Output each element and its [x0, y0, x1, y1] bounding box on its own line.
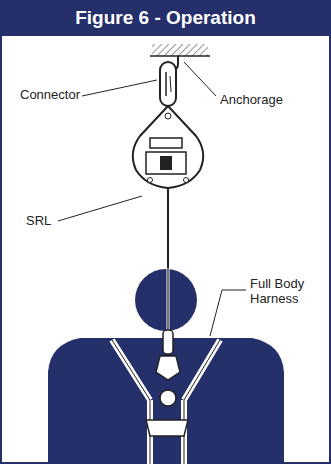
- leader-lines: [58, 62, 246, 336]
- part-label: Anchorage: [220, 92, 283, 107]
- body: [48, 338, 284, 464]
- srl-housing: [133, 106, 203, 188]
- part-label: SRL: [26, 213, 51, 228]
- snap-hook: [163, 330, 173, 354]
- title-band: [0, 0, 331, 36]
- chest-buckle: [146, 420, 188, 436]
- ceiling-hatch: [152, 44, 208, 56]
- harness-straps: [112, 340, 220, 464]
- d-ring: [156, 356, 180, 380]
- head: [135, 269, 197, 331]
- part-label: Full Body Harness: [250, 276, 320, 306]
- part-label: Connector: [20, 87, 80, 102]
- carabiner: [160, 62, 176, 106]
- figure-title: Figure 6 - Operation: [0, 7, 331, 29]
- srl-label-plate: [146, 152, 186, 174]
